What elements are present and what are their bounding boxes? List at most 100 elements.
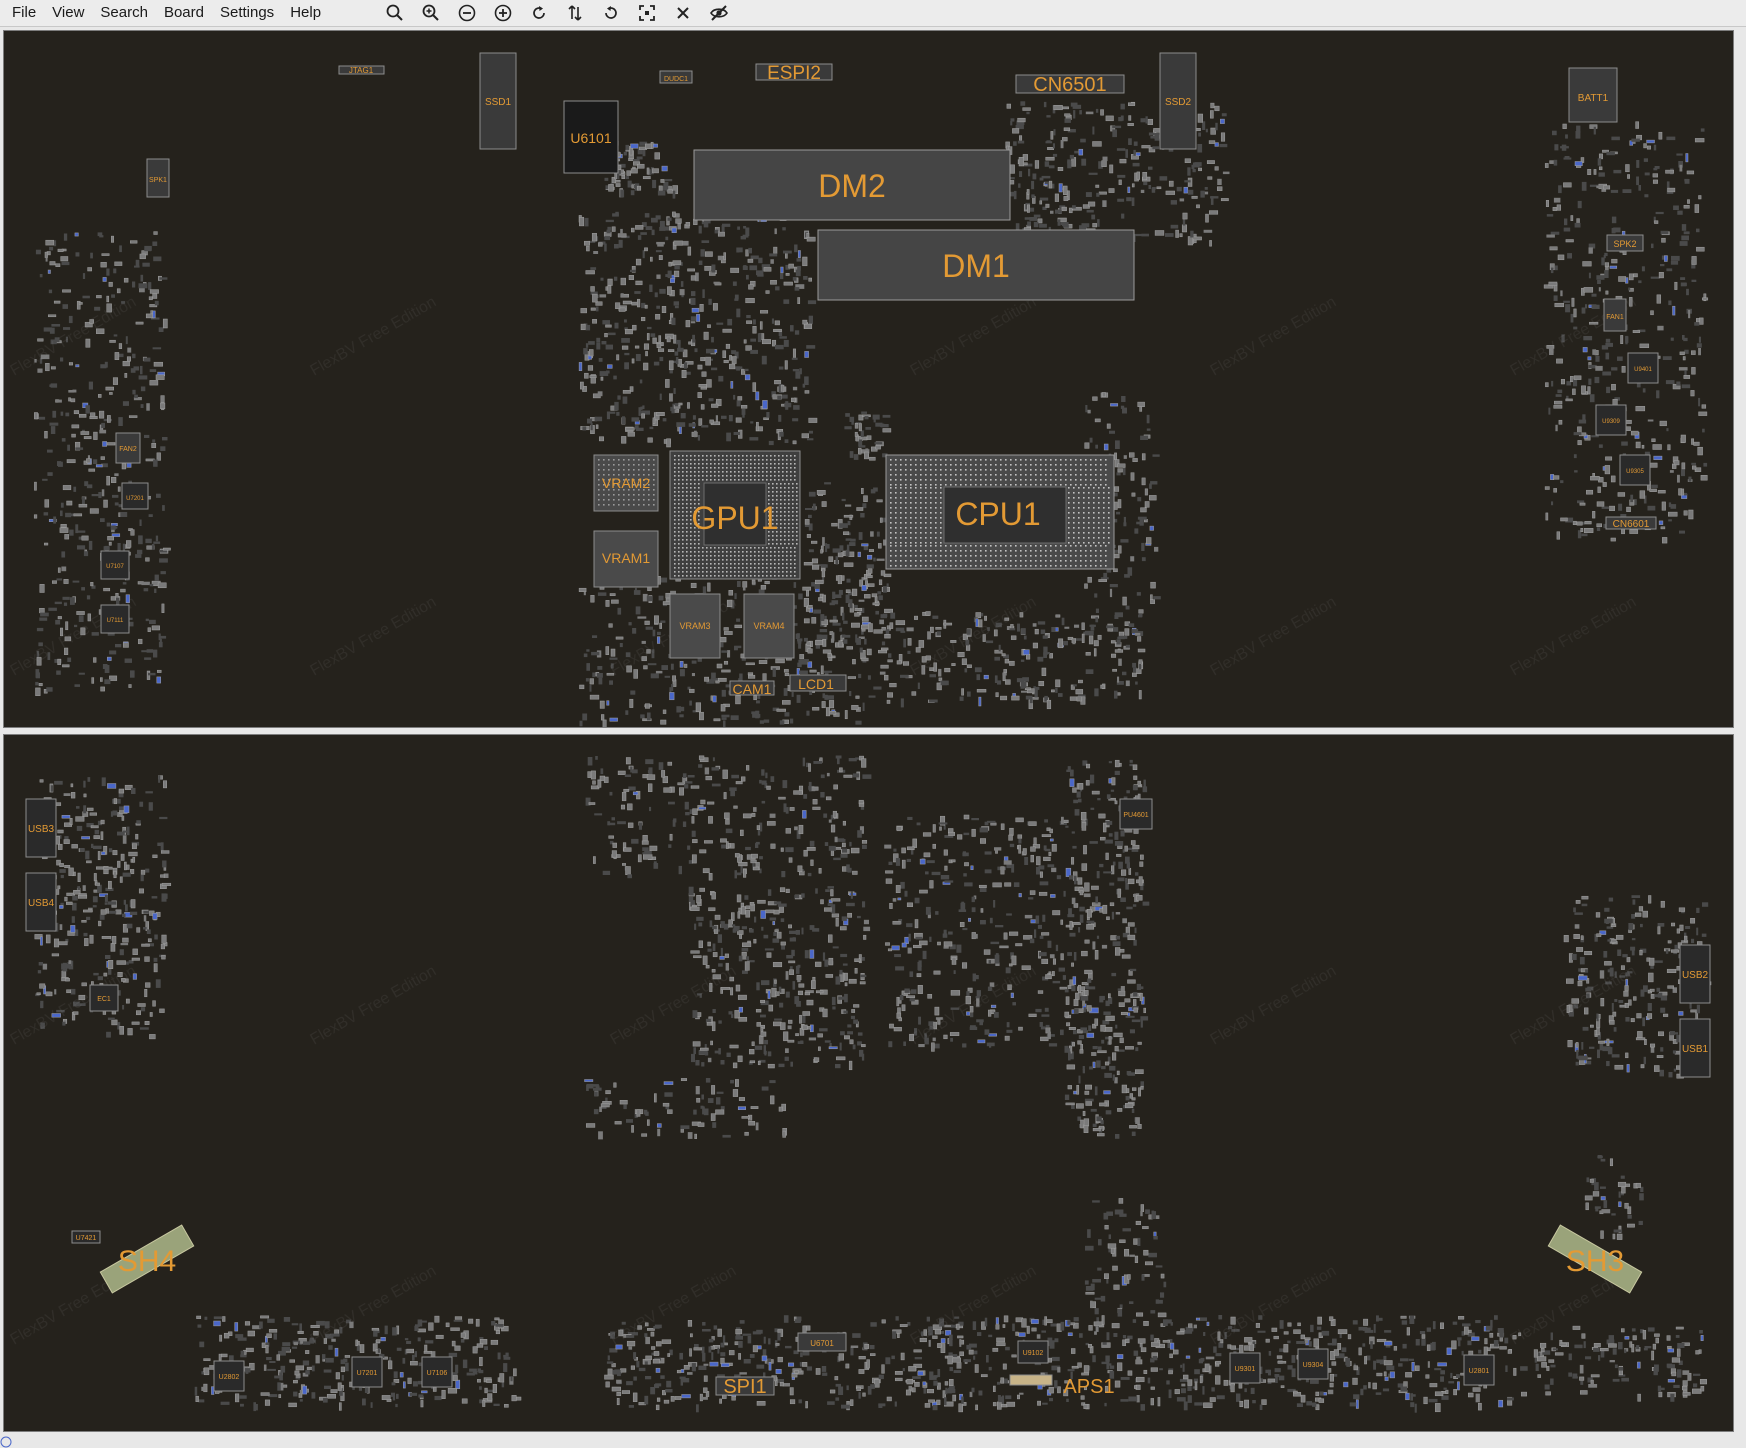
component-u9309[interactable]: U9309: [1595, 404, 1627, 436]
component-cn6601[interactable]: CN6601: [1605, 516, 1657, 530]
smd-part: [677, 347, 684, 352]
ball-pad: [895, 542, 897, 544]
component-gpu1[interactable]: GPU1: [669, 450, 801, 580]
component-dm1[interactable]: DM1: [817, 229, 1135, 301]
smd-part: [100, 831, 104, 840]
component-espi2[interactable]: ESPI2: [755, 63, 833, 84]
board-view-bottom[interactable]: FlexBV Free Edition FlexBV Free Edition …: [3, 734, 1734, 1432]
ball-pad: [895, 474, 897, 476]
component-u9401[interactable]: U9401: [1627, 352, 1659, 384]
component-dudc1[interactable]: DUDC1: [659, 70, 693, 84]
component-vram4[interactable]: VRAM4: [743, 593, 795, 659]
smd-part: [1638, 185, 1641, 191]
smd-part: [716, 322, 724, 325]
ball-pad: [905, 550, 907, 552]
ball-pad: [686, 523, 688, 525]
zoom-out-icon[interactable]: [449, 0, 485, 26]
smd-part: [1553, 405, 1563, 409]
ball-pad: [895, 545, 897, 547]
menu-board[interactable]: Board: [163, 4, 204, 21]
board-view-top[interactable]: FlexBV Free Edition FlexBV Free Edition …: [3, 30, 1734, 728]
ball-pad: [782, 567, 784, 569]
zoom-add-icon[interactable]: [485, 0, 521, 26]
ball-pad: [794, 471, 796, 473]
ball-pad: [778, 479, 780, 481]
smd-part: [86, 823, 94, 828]
component-vram1[interactable]: VRAM1: [593, 530, 659, 588]
component-cn6501[interactable]: CN6501: [1015, 74, 1125, 96]
ball-pad: [995, 464, 997, 466]
smd-part: [846, 646, 853, 650]
menu-help[interactable]: Help: [290, 4, 322, 21]
component-dm2[interactable]: DM2: [693, 149, 1011, 221]
component-jtag1[interactable]: JTAG1: [338, 65, 385, 75]
component-u6101[interactable]: U6101: [563, 100, 619, 174]
ball-pad: [674, 543, 676, 545]
component-u7107[interactable]: U7107: [100, 550, 130, 580]
ball-pad: [643, 494, 645, 496]
smd-part: [879, 517, 883, 523]
ball-pad: [945, 484, 947, 486]
ball-pad: [945, 479, 947, 481]
ball-pad: [900, 522, 902, 524]
ball-pad: [770, 459, 772, 461]
smd-part: [1553, 475, 1560, 480]
rotate-ccw-icon[interactable]: [521, 0, 557, 26]
smd-part: [705, 356, 711, 366]
close-icon[interactable]: [665, 0, 701, 26]
rotate-cw-icon[interactable]: [593, 0, 629, 26]
component-vram2[interactable]: VRAM2: [593, 454, 659, 512]
smd-part: [1003, 669, 1007, 673]
board-top-canvas[interactable]: FlexBV Free Edition FlexBV Free Edition …: [4, 31, 1733, 727]
menu-file[interactable]: File: [12, 4, 37, 21]
ball-pad: [1030, 550, 1032, 552]
menu-view[interactable]: View: [52, 4, 85, 21]
smd-part: [918, 640, 925, 648]
smd-part: [121, 815, 125, 821]
ball-pad: [734, 471, 736, 473]
component-spk2[interactable]: SPK2: [1606, 234, 1644, 252]
ball-pad: [598, 499, 600, 501]
smd-part: [638, 407, 641, 416]
component-cpu1[interactable]: CPU1: [885, 454, 1115, 570]
menu-settings[interactable]: Settings: [219, 4, 275, 21]
smd-part: [1651, 438, 1656, 442]
ball-pad: [796, 515, 798, 517]
component-ssd1[interactable]: SSD1: [479, 52, 517, 150]
component-vram3[interactable]: VRAM3: [669, 593, 721, 659]
component-u7201[interactable]: U7201: [121, 482, 149, 510]
fit-screen-icon[interactable]: [629, 0, 665, 26]
smd-part: [944, 667, 951, 673]
component-batt1[interactable]: BATT1: [1568, 67, 1618, 123]
smd-part: [729, 787, 737, 791]
ball-pad: [950, 484, 952, 486]
ball-pad: [613, 469, 615, 471]
component-ssd2[interactable]: SSD2: [1159, 52, 1197, 150]
flip-icon[interactable]: [557, 0, 593, 26]
smd-part: [774, 320, 780, 326]
component-fan1[interactable]: FAN1: [1603, 298, 1627, 332]
smd-part: [803, 849, 808, 857]
ball-pad: [674, 515, 676, 517]
smd-part: [672, 260, 682, 265]
ball-pad: [1010, 469, 1012, 471]
zoom-fit-icon[interactable]: [377, 0, 413, 26]
zoom-in-icon[interactable]: [413, 0, 449, 26]
hide-icon[interactable]: [701, 0, 737, 26]
component-u9305[interactable]: U9305: [1619, 454, 1651, 486]
component-u7111[interactable]: U7111: [100, 604, 130, 634]
component-lcd1[interactable]: LCD1: [789, 674, 847, 692]
ball-pad: [796, 543, 798, 545]
smd-part: [655, 670, 663, 674]
smd-part: [1044, 695, 1048, 702]
smd-part: [746, 315, 751, 319]
ball-pad: [895, 522, 897, 524]
ball-pad: [1090, 484, 1092, 486]
component-cam1[interactable]: CAM1: [729, 680, 775, 697]
board-bottom-canvas[interactable]: FlexBV Free Edition FlexBV Free Edition …: [4, 735, 1733, 1431]
menu-search[interactable]: Search: [100, 4, 148, 21]
component-spk1[interactable]: SPK1: [146, 158, 170, 198]
component-fan2[interactable]: FAN2: [115, 432, 141, 464]
smd-part: [145, 538, 152, 544]
smd-part: [1152, 146, 1159, 150]
